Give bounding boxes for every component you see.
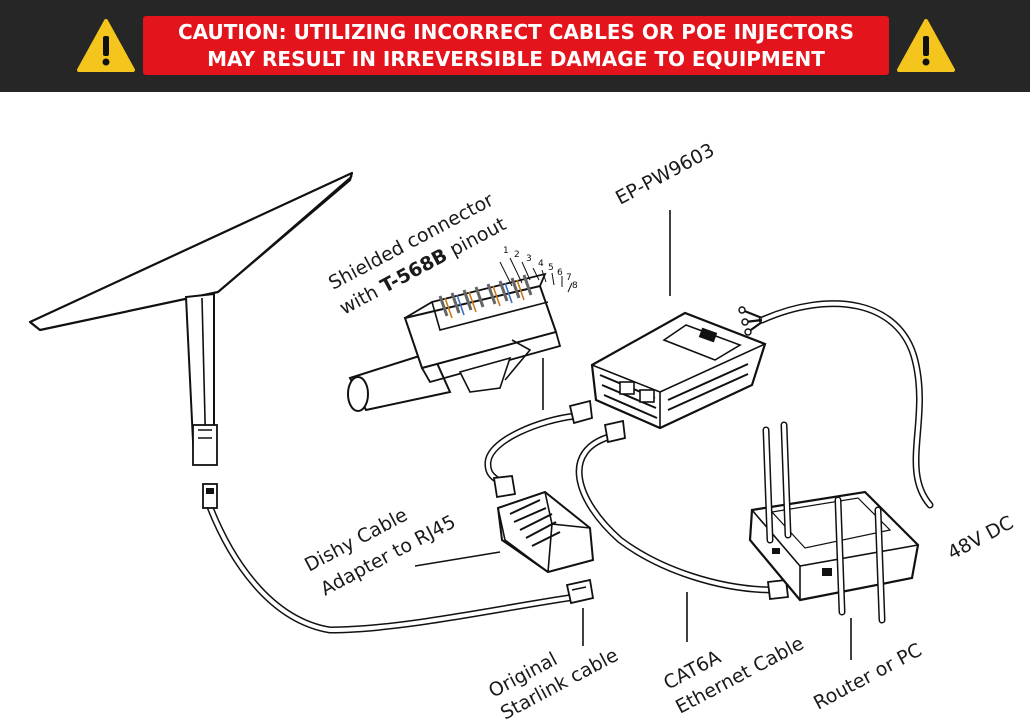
caution-line-1: CAUTION: UTILIZING INCORRECT CABLES OR P… [178, 20, 854, 44]
injector-model-label: EP-PW9603 [612, 139, 718, 209]
pin-number: 3 [526, 254, 532, 264]
patch-cable-illustration [484, 399, 593, 499]
pin-number: 4 [538, 259, 544, 269]
dc-power-cable-illustration [738, 300, 934, 509]
power-label: 48V DC [944, 512, 1017, 565]
pin-number: 2 [514, 250, 520, 260]
pin-number: 8 [572, 281, 578, 291]
warning-triangle-icon [77, 19, 135, 72]
router-illustration [748, 421, 920, 624]
pin-number: 1 [503, 246, 509, 256]
callout-lines [414, 210, 852, 660]
poe-injector-illustration [590, 311, 767, 430]
connection-diagram: 1 2 3 4 5 6 7 8 [28, 139, 1017, 723]
pin-number: 7 [566, 273, 572, 283]
caution-banner: CAUTION: UTILIZING INCORRECT CABLES OR P… [0, 0, 1030, 92]
starlink-dish-illustration [28, 171, 354, 466]
warning-triangle-icon [897, 19, 955, 72]
pinout-numbers: 1 2 3 4 5 6 7 8 [503, 246, 578, 291]
shielded-rj45-connector-illustration [347, 257, 573, 412]
router-label: Router or PC [810, 639, 926, 714]
pin-number: 6 [557, 268, 563, 278]
starlink-cable-illustration [202, 483, 595, 634]
pin-number: 5 [548, 263, 554, 273]
caution-line-2: MAY RESULT IN IRREVERSIBLE DAMAGE TO EQU… [207, 47, 825, 71]
caution-message: CAUTION: UTILIZING INCORRECT CABLES OR P… [143, 16, 889, 75]
cat6a-cable-illustration [575, 419, 789, 600]
dishy-adapter-illustration [496, 490, 595, 574]
